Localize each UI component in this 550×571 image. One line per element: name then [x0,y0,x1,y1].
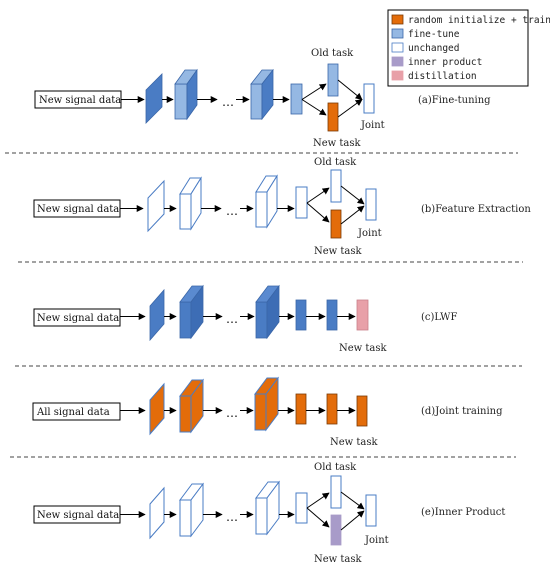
fc-layer [295,492,308,524]
legend-label-unchanged: unchanged [408,43,459,54]
joint-output [356,395,368,427]
new-task-head [326,299,338,331]
conv-layer-2 [179,482,204,538]
fc-layer [290,83,303,115]
joint-output [363,83,375,114]
ellipsis: … [222,95,234,109]
input-box [32,402,121,421]
ellipsis: … [226,204,238,218]
ellipsis: … [226,312,238,326]
new-task-label: New task [330,437,379,448]
panel-caption: (c)LWF [421,312,457,323]
legend-label-random-init: random initialize + train [408,15,550,26]
input-label: New signal data [37,204,119,215]
new-task-head [330,514,342,546]
ellipsis: … [226,510,238,524]
conv-layer-3 [255,174,278,229]
new-task-label: New task [314,554,363,565]
input-label: New signal data [39,95,121,106]
panel-caption: (a)Fine-tuning [418,95,491,106]
old-task-head [330,169,342,203]
panel-caption: (d)Joint training [421,406,503,417]
distillation-output [356,299,369,331]
conv-layer-1 [147,179,165,233]
panel-b-feature-extraction: New signal data … Old task New task Join… [33,157,531,257]
panel-e-inner-product: New signal data … Old task New task Join… [33,462,505,565]
panel-c-lwf: New signal data … New task (c)LWF [33,284,457,354]
legend-label-inner-product: inner product [408,57,482,68]
input-label: New signal data [37,510,119,521]
new-task-head [326,393,338,425]
ellipsis: … [226,406,238,420]
new-task-head [327,102,339,132]
conv-layer-1 [145,73,163,124]
legend-label-distillation: distillation [408,71,477,82]
new-task-label: New task [314,246,363,257]
panel-caption: (b)Feature Extraction [421,204,531,215]
old-task-label: Old task [311,48,354,59]
legend-swatch-inner-product [391,56,404,67]
conv-layer-1 [149,288,165,342]
old-task-head [330,475,342,509]
panel-a-fine-tuning: New signal data … Old task New task J [34,48,491,149]
legend-frame [387,9,529,87]
legend: random initialize + train fine-tune unch… [387,9,550,87]
joint-label: Joint [364,535,389,546]
conv-layer-1 [149,486,165,540]
joint-label: Joint [360,120,385,131]
conv-layer-1 [149,382,165,436]
new-task-label: New task [313,138,362,149]
new-task-label: New task [339,343,388,354]
conv-layer-2 [179,176,202,231]
joint-output [365,494,377,527]
conv-layer-3 [255,480,280,536]
input-box [33,308,121,327]
legend-swatch-fine-tune [391,28,404,39]
conv-layer-2 [179,284,204,340]
panel-caption: (e)Inner Product [421,507,505,518]
old-task-label: Old task [314,157,357,168]
conv-layer-2 [174,68,198,121]
fc-layer [295,186,308,219]
joint-label: Joint [357,228,382,239]
old-task-head [327,63,339,97]
input-label: New signal data [37,313,119,324]
conv-layer-3 [254,376,279,432]
input-label: All signal data [36,407,110,418]
legend-label-fine-tune: fine-tune [408,29,460,40]
conv-layer-3 [255,284,280,340]
conv-layer-3 [250,68,274,121]
old-task-label: Old task [314,462,357,473]
conv-layer-2 [179,378,204,434]
joint-output [365,188,377,221]
fc-layer [295,393,307,425]
fc-layer [295,299,307,331]
legend-swatch-unchanged [391,42,404,53]
new-task-head [330,209,342,239]
legend-swatch-random-init [391,14,404,25]
legend-swatch-distillation [391,70,404,81]
panel-d-joint-training: All signal data … New task (d)Joint trai… [32,376,503,448]
